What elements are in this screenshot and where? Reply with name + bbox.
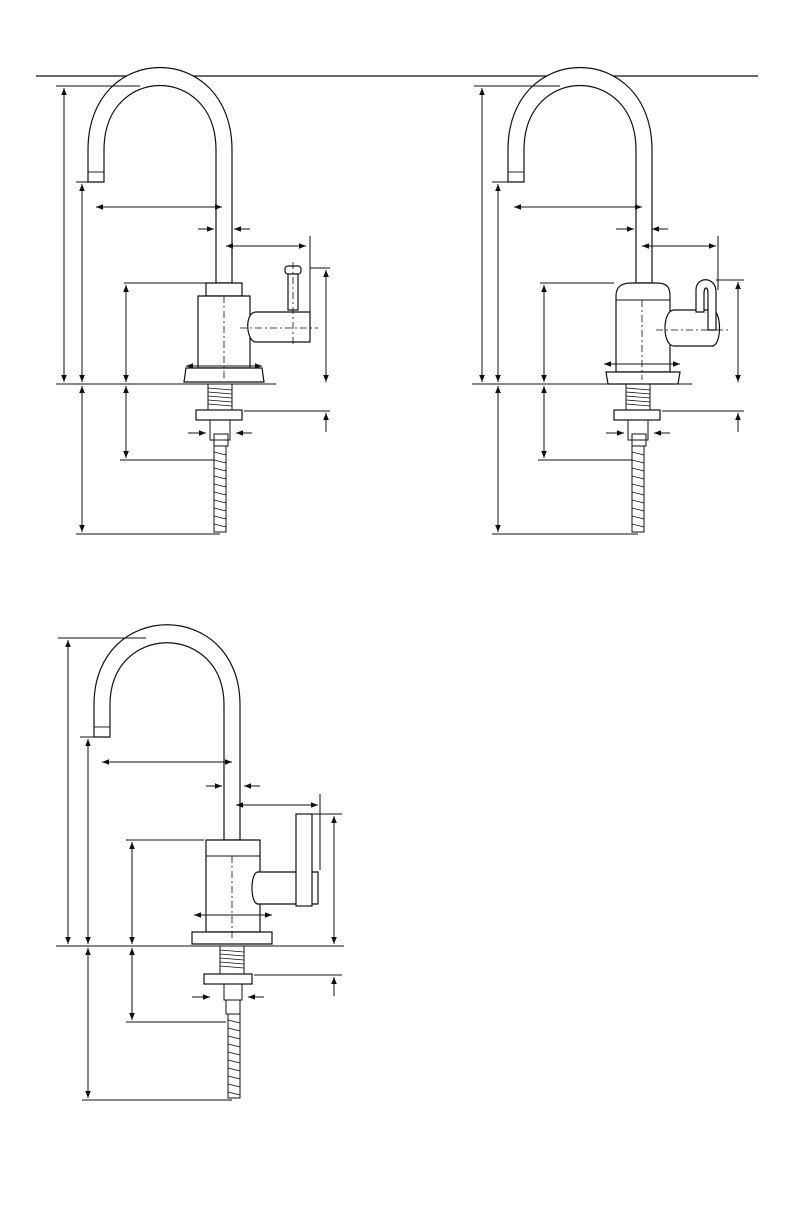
spout-collar: [206, 283, 242, 296]
threaded-shank: [614, 384, 660, 532]
threaded-shank: [196, 384, 242, 532]
faucet-base: [606, 372, 680, 384]
faucet-diagram-a: [56, 68, 330, 535]
spout-outline: [94, 625, 240, 840]
pin-lever-handle-icon: [248, 266, 310, 342]
spout-outline: [508, 68, 652, 284]
bar-lever-handle-icon: [252, 814, 318, 906]
faucet-body: [616, 283, 670, 372]
faucet-diagram-c: [56, 625, 344, 1100]
faucet-diagram-b: [472, 68, 744, 535]
spout-outline: [88, 68, 232, 284]
loop-lever-handle-icon: [665, 280, 720, 346]
